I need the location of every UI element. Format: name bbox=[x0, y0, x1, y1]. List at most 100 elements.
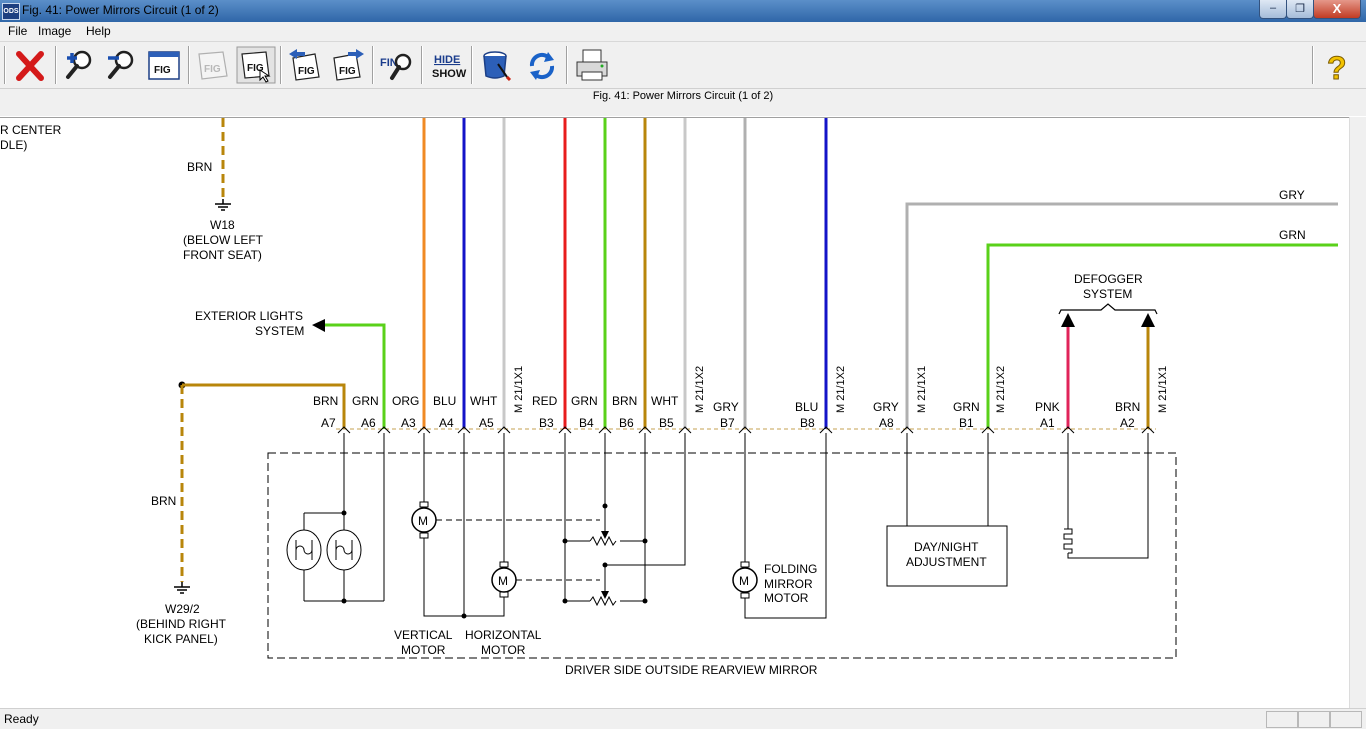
fig-disabled-icon-label: FIG bbox=[204, 64, 221, 75]
terminal-b8-wire: BLU bbox=[795, 400, 818, 414]
find-icon: FIND bbox=[380, 53, 412, 80]
wire-label-right-gry: GRY bbox=[1279, 188, 1305, 202]
terminal-b7-wire: GRY bbox=[713, 400, 739, 414]
fig-select-icon: FIG bbox=[236, 46, 276, 84]
terminal-a7-pin: A7 bbox=[321, 416, 336, 430]
terminal-a5-wire: WHT bbox=[470, 394, 498, 408]
minimize-icon: ‒ bbox=[1269, 2, 1277, 14]
toolbar-separator bbox=[421, 46, 423, 84]
horizontal-motor-symbol: M bbox=[498, 574, 508, 588]
terminal-b3: RED B3 bbox=[532, 394, 572, 434]
terminal-a7: BRN A7 bbox=[313, 394, 351, 434]
previous-figure-button[interactable]: FIG bbox=[285, 46, 325, 84]
diagram-viewport[interactable]: R CENTER DLE) BRN W18 (BELOW LEFT FRONT … bbox=[0, 117, 1349, 709]
toolbar-separator bbox=[4, 46, 6, 84]
folding-motor: M bbox=[732, 561, 758, 599]
terminal-b6: BRN B6 bbox=[612, 394, 652, 434]
vertical-motor-symbol: M bbox=[418, 514, 428, 528]
minimize-button[interactable]: ‒ bbox=[1259, 0, 1287, 19]
terminal-a1-pin: A1 bbox=[1040, 416, 1055, 430]
help-glyph: ? bbox=[1327, 50, 1347, 84]
terminal-b8-pin: B8 bbox=[800, 416, 815, 430]
terminal-b1-wire: GRN bbox=[953, 400, 980, 414]
find-button[interactable]: FIND bbox=[377, 46, 417, 84]
connector-id-5: M 21/1X2 bbox=[995, 366, 1007, 413]
app-icon: ODS bbox=[2, 3, 20, 20]
lamp-1 bbox=[286, 529, 322, 571]
terminal-a8: GRY A8 bbox=[873, 400, 914, 434]
terminal-b4-pin: B4 bbox=[579, 416, 594, 430]
fig-select-icon-label: FIG bbox=[247, 63, 264, 74]
status-pane-3 bbox=[1330, 711, 1362, 728]
fig-view-button[interactable]: FIG bbox=[144, 46, 184, 84]
clipped-label-1: R CENTER bbox=[0, 123, 62, 137]
fig-disabled-icon: FIG bbox=[198, 51, 228, 80]
terminal-a3-pin: A3 bbox=[401, 416, 416, 430]
terminal-b7: GRY B7 bbox=[713, 400, 752, 434]
fig-next-icon: FIG bbox=[333, 49, 364, 81]
ground-w29-label: W29/2 bbox=[165, 602, 200, 616]
fig-next-icon-label: FIG bbox=[339, 66, 356, 77]
ground-w18-location-1: (BELOW LEFT bbox=[183, 233, 264, 247]
show-label: SHOW bbox=[432, 68, 467, 80]
terminal-a2-pin: A2 bbox=[1120, 416, 1135, 430]
fig-previous-icon: FIG bbox=[289, 49, 320, 81]
horizontal-motor-label-2: MOTOR bbox=[481, 643, 526, 657]
ground-symbol-w29 bbox=[174, 582, 190, 594]
help-button[interactable]: ? bbox=[1318, 46, 1358, 87]
fig-disabled-button[interactable]: FIG bbox=[193, 46, 233, 84]
zoom-in-button[interactable] bbox=[60, 46, 100, 84]
print-button[interactable] bbox=[572, 46, 612, 84]
refresh-button[interactable] bbox=[522, 46, 562, 84]
fig-select-button[interactable]: FIG bbox=[236, 46, 276, 84]
zoom-out-button[interactable] bbox=[102, 46, 142, 84]
maximize-button[interactable]: ❐ bbox=[1286, 0, 1314, 19]
hide-show-button[interactable]: HIDE SHOW bbox=[426, 46, 467, 84]
mirror-assembly-label: DRIVER SIDE OUTSIDE REARVIEW MIRROR bbox=[565, 663, 818, 677]
terminal-a6: GRN A6 bbox=[352, 394, 391, 434]
status-text: Ready bbox=[4, 712, 39, 726]
paint-bucket-icon bbox=[483, 51, 512, 82]
vertical-scrollbar[interactable] bbox=[1349, 117, 1366, 708]
wiring-diagram: R CENTER DLE) BRN W18 (BELOW LEFT FRONT … bbox=[0, 118, 1338, 677]
terminal-a5-pin: A5 bbox=[479, 416, 494, 430]
terminal-a4: BLU A4 bbox=[433, 394, 471, 434]
pot-wiper-1 bbox=[601, 531, 609, 539]
horizontal-motor: M bbox=[491, 561, 517, 598]
close-figure-button[interactable] bbox=[10, 46, 50, 84]
terminal-b5-pin: B5 bbox=[659, 416, 674, 430]
close-window-button[interactable]: X bbox=[1313, 0, 1361, 19]
terminal-b8: BLU B8 bbox=[795, 400, 833, 434]
toolbar-separator bbox=[566, 46, 568, 84]
menu-image[interactable]: Image bbox=[38, 24, 72, 38]
terminal-b6-wire: BRN bbox=[612, 394, 637, 408]
terminal-a7-wire: BRN bbox=[313, 394, 338, 408]
refresh-icon bbox=[529, 52, 555, 80]
junction-dots bbox=[341, 503, 648, 619]
zoom-in-icon bbox=[66, 50, 92, 79]
close-red-x-icon bbox=[16, 51, 44, 81]
defogger-arrow-2 bbox=[1141, 313, 1155, 327]
menu-file[interactable]: File bbox=[8, 24, 28, 38]
folding-motor-label-1: FOLDING bbox=[764, 562, 817, 576]
day-night-module bbox=[886, 525, 1008, 587]
status-pane-1 bbox=[1266, 711, 1298, 728]
title-bar: ODS Fig. 41: Power Mirrors Circuit (1 of… bbox=[0, 0, 1366, 22]
terminal-a8-wire: GRY bbox=[873, 400, 899, 414]
menu-help[interactable]: Help bbox=[86, 24, 111, 38]
paint-button[interactable] bbox=[476, 46, 516, 84]
terminal-a2-wire: BRN bbox=[1115, 400, 1140, 414]
terminal-b1: GRN B1 bbox=[953, 400, 995, 434]
terminal-a6-pin: A6 bbox=[361, 416, 376, 430]
toolbar-separator bbox=[372, 46, 374, 84]
hide-label: HIDE bbox=[434, 54, 460, 66]
day-night-label-1: DAY/NIGHT bbox=[914, 540, 979, 554]
terminal-b5: WHT B5 bbox=[651, 394, 692, 434]
clipped-label-2: DLE) bbox=[0, 138, 27, 152]
terminal-a1: PNK A1 bbox=[1035, 400, 1075, 434]
status-bar: Ready bbox=[0, 708, 1366, 729]
toolbar-separator bbox=[1312, 46, 1314, 84]
ground-w18-label: W18 bbox=[210, 218, 235, 232]
terminal-a8-pin: A8 bbox=[879, 416, 894, 430]
next-figure-button[interactable]: FIG bbox=[328, 46, 368, 84]
